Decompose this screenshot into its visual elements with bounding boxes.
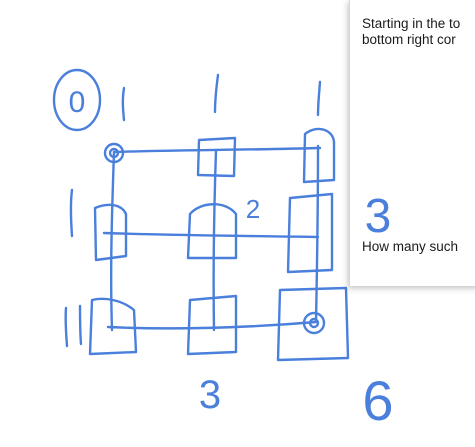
start-dot-ring xyxy=(103,142,125,164)
grid-h-top xyxy=(112,146,322,154)
tally-left-3 xyxy=(78,304,83,346)
count-two-label: 2 xyxy=(246,194,260,224)
box-top-mid xyxy=(196,136,237,178)
tally-top-3 xyxy=(316,80,322,117)
box-mid-center xyxy=(186,203,238,260)
grid-v-right xyxy=(314,144,320,324)
grid-v-mid xyxy=(212,148,218,332)
corner-zero-label: 0 xyxy=(69,86,86,119)
end-dot-inner xyxy=(308,317,320,329)
tally-top-2 xyxy=(213,73,220,114)
grid-h-bottom xyxy=(106,320,318,330)
tally-left-1 xyxy=(69,188,74,238)
box-bottom-center xyxy=(186,294,238,356)
grid-v-left xyxy=(109,150,116,332)
question-text-line-3: How many such xyxy=(362,239,459,254)
box-mid-right xyxy=(286,192,334,274)
count-six-label: 6 xyxy=(362,369,393,432)
box-bottom-left xyxy=(88,297,138,356)
ink-strokes: 0 2 3 6 xyxy=(52,68,394,432)
box-top-right xyxy=(302,127,336,184)
start-dot-inner xyxy=(108,147,120,159)
tally-top-1 xyxy=(121,86,126,122)
grid-h-mid xyxy=(102,231,320,239)
question-panel: Starting in the to bottom right cor How … xyxy=(349,0,475,286)
question-text-line-2: bottom right cor xyxy=(362,32,456,47)
circled-zero-ring xyxy=(52,68,102,132)
box-mid-left xyxy=(93,203,128,262)
box-bottom-right xyxy=(276,286,350,362)
count-three-bottom-label: 3 xyxy=(199,373,221,417)
end-dot-ring xyxy=(302,311,326,335)
tally-left-2 xyxy=(64,306,69,348)
question-text-line-1: Starting in the to xyxy=(362,16,461,31)
